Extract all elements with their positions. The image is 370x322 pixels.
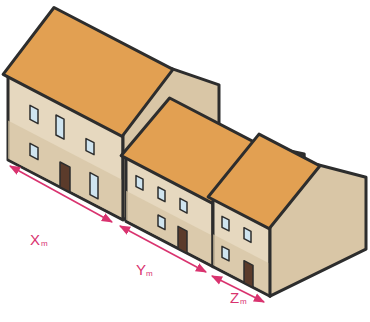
dimension-arrow: [10, 166, 112, 222]
wall-band: [213, 234, 270, 295]
dimension-label: Y: [136, 262, 146, 277]
window: [222, 246, 229, 261]
window: [244, 228, 251, 243]
window: [56, 115, 64, 139]
window: [30, 143, 38, 159]
window: [158, 187, 165, 202]
wall-band: [8, 120, 123, 218]
roof-slope: [3, 8, 173, 137]
window: [136, 176, 143, 191]
roof-slope: [208, 134, 320, 229]
door: [244, 261, 253, 288]
dimension-arrow: [120, 226, 206, 272]
window: [30, 105, 38, 123]
window: [180, 198, 187, 213]
window: [90, 173, 98, 199]
unit-label: m: [146, 270, 153, 278]
dimension-label: Z: [230, 290, 239, 305]
door: [178, 226, 187, 253]
window: [222, 216, 229, 231]
window: [158, 215, 165, 230]
wall-band: [126, 191, 213, 265]
window: [86, 139, 94, 155]
dimension-label: X: [30, 232, 40, 247]
unit-label: m: [41, 240, 48, 248]
door: [60, 162, 70, 192]
unit-label: m: [240, 298, 247, 306]
